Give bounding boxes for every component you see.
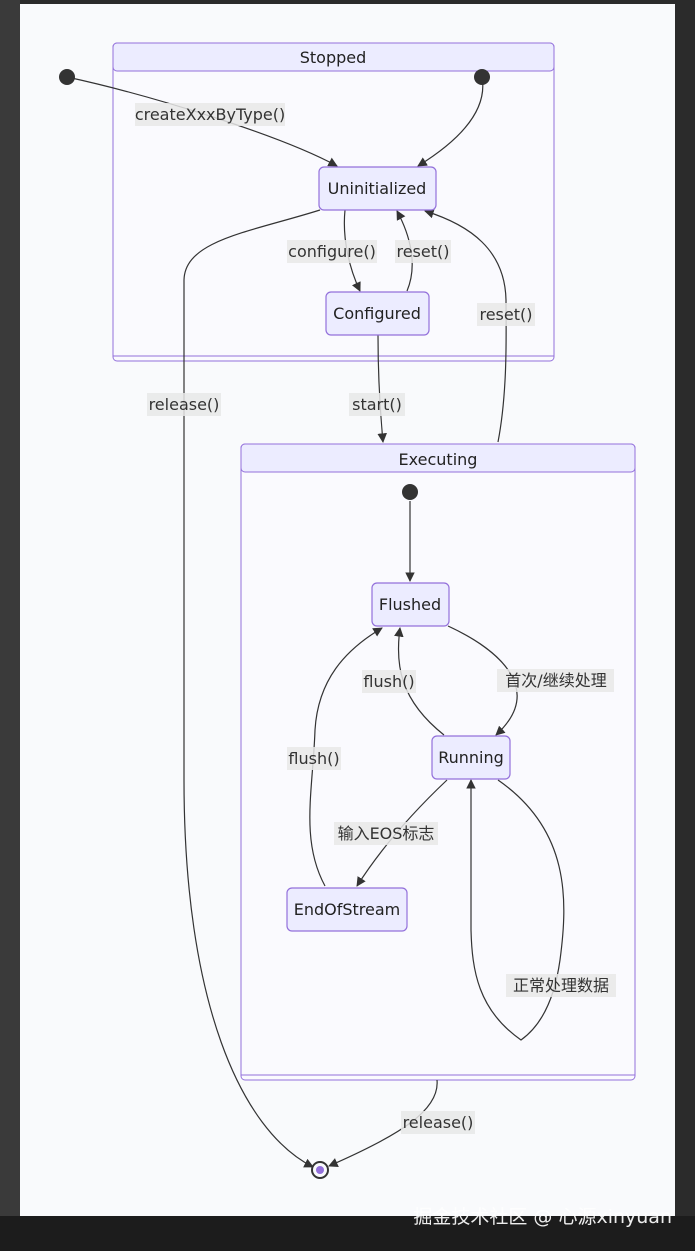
state-flushed: Flushed [371,582,450,627]
svg-text:flush(): flush() [363,672,414,691]
edge-start-stopped-to-uninitialized [417,76,484,167]
svg-text:reset(): reset() [396,242,449,261]
svg-text:reset(): reset() [479,305,532,324]
svg-text:Running: Running [438,748,504,767]
svg-text:Uninitialized: Uninitialized [328,179,427,198]
edge-label-configure: configure() [287,240,377,263]
svg-text:createXxxByType(): createXxxByType() [135,105,285,124]
cluster-executing-title: Executing [399,450,478,469]
svg-text:正常处理数据: 正常处理数据 [513,976,609,995]
edge-label-normal-process: 正常处理数据 [506,974,616,997]
edge-start [377,334,387,443]
edge-label-reset-inner: reset() [395,240,451,263]
start-dot-executing [402,484,418,500]
edge-normal-process [466,779,565,1041]
svg-text:Flushed: Flushed [379,595,441,614]
start-dot-stopped [474,69,490,85]
left-background-strip [0,0,20,1251]
edge-label-start: start() [349,393,405,416]
svg-text:release(): release() [149,395,220,414]
cluster-stopped-title: Stopped [300,48,367,67]
edge-label-release-bottom: release() [401,1111,475,1134]
state-uninitialized: Uninitialized [318,166,437,211]
state-end-of-stream: EndOfStream [286,887,408,932]
edge-label-flush-from-running: flush() [362,670,416,693]
edge-label-input-eos: 输入EOS标志 [334,822,438,845]
watermark: 掘金技术社区 @ 心源xinyuan [413,1206,672,1228]
edge-label-reset-outer: reset() [477,303,535,326]
edge-label-create: createXxxByType() [135,103,285,126]
edge-label-first-process: 首次/继续处理 [497,669,614,692]
state-running: Running [431,735,511,780]
edge-flush-from-eos [309,627,383,887]
svg-text:flush(): flush() [288,749,339,768]
svg-text:configure(): configure() [288,242,376,261]
svg-text:start(): start() [352,395,402,414]
svg-text:输入EOS标志: 输入EOS标志 [338,824,435,843]
svg-text:首次/继续处理: 首次/继续处理 [505,671,606,690]
state-configured: Configured [325,291,430,336]
end-state [311,1161,329,1179]
edge-label-flush-from-eos: flush() [287,747,341,770]
edge-reset-outer [424,208,507,443]
svg-text:EndOfStream: EndOfStream [294,900,401,919]
bottom-background-strip [0,1216,695,1251]
svg-text:Configured: Configured [333,304,421,323]
edge-release-left [183,209,321,1168]
svg-text:release(): release() [403,1113,474,1132]
start-dot-outer [59,69,75,85]
edge-label-release-left: release() [147,393,221,416]
